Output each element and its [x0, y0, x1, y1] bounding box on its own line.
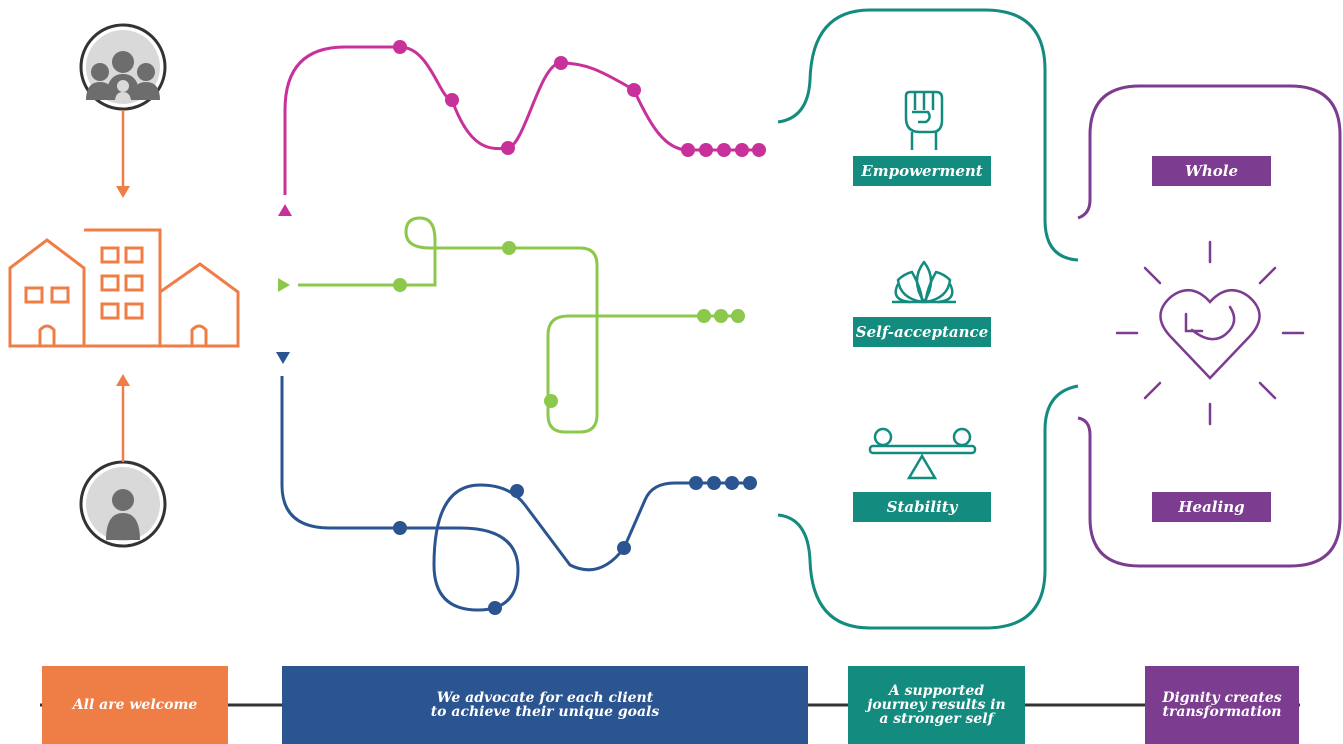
empowerment-label: Empowerment — [853, 156, 991, 186]
journey-box: A supported journey results in a stronge… — [848, 666, 1025, 744]
magenta-marker — [278, 204, 292, 216]
green-marker — [278, 278, 290, 292]
magenta-path — [283, 40, 766, 195]
whole-label: Whole — [1152, 156, 1271, 186]
stability-label: Stability — [853, 492, 991, 522]
person-icon — [79, 460, 167, 548]
arrow-down-icon — [116, 110, 130, 198]
buildings-icon — [8, 228, 240, 348]
self-acceptance-label: Self-acceptance — [853, 317, 991, 347]
lotus-icon — [892, 260, 956, 304]
heart-with-arrow-icon — [1115, 240, 1305, 426]
navy-marker — [276, 352, 290, 364]
dignity-box: Dignity creates transformation — [1145, 666, 1299, 744]
healing-label: Healing — [1152, 492, 1271, 522]
teal-bracket — [777, 8, 1079, 630]
navy-path — [280, 376, 757, 615]
purple-bracket — [1077, 84, 1342, 568]
advocate-box: We advocate for each client to achieve t… — [282, 666, 808, 744]
raised-fist-icon — [904, 90, 944, 150]
family-group-icon — [79, 23, 167, 111]
arrow-up-icon — [116, 374, 130, 462]
welcome-box: All are welcome — [42, 666, 228, 744]
green-path — [298, 216, 745, 434]
balance-scale-icon — [868, 427, 977, 480]
